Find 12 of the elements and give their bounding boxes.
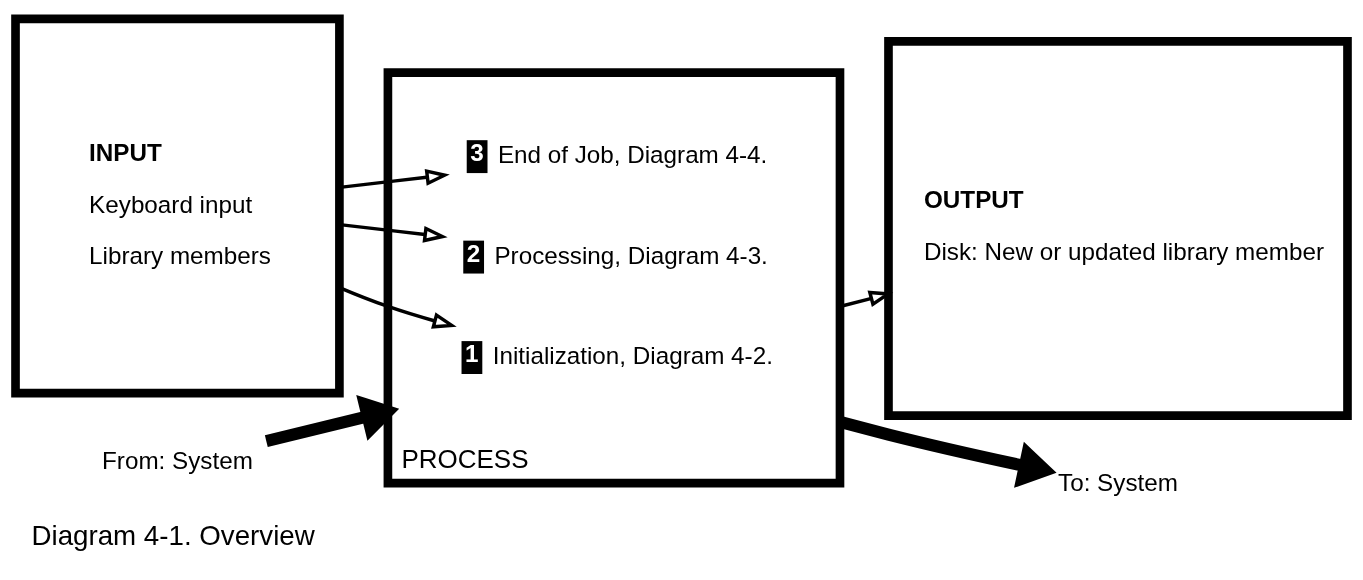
node-box: 1 <box>461 341 483 374</box>
node-text: From: System <box>102 446 253 474</box>
node-box: 2 <box>463 240 485 274</box>
arrow <box>264 394 400 447</box>
node-text: To: System <box>1058 469 1178 497</box>
node-label: Initialization, Diagram 4-2. <box>492 341 773 369</box>
node-label: End of Job, Diagram 4-4. <box>497 141 768 169</box>
node-box: OUTPUT Disk: New or updated library member <box>884 37 1352 420</box>
node-box: INPUT Keyboard input Library members <box>11 14 344 398</box>
caption: Diagram 4-1. Overview <box>31 520 315 552</box>
node-label: Processing, Diagram 4-3. <box>494 241 768 269</box>
node-box: 3 <box>466 140 488 174</box>
